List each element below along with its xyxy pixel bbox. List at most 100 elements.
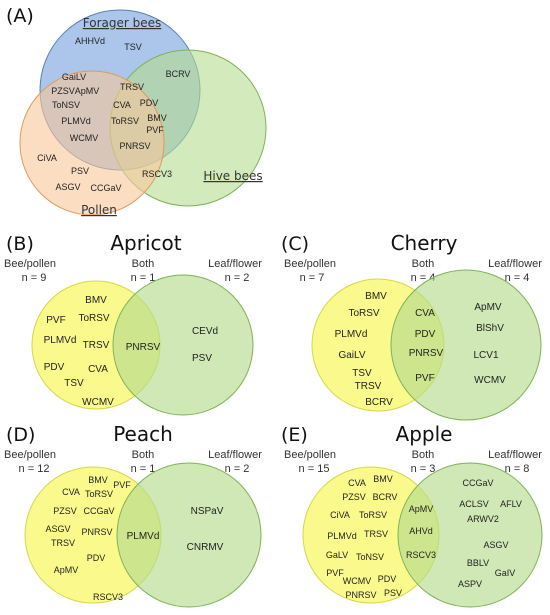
virus-label: ToNSV bbox=[52, 100, 80, 110]
virus-label: GaiLV bbox=[338, 350, 365, 361]
panel-a-letter: (A) bbox=[6, 5, 34, 27]
virus-label: PLMVd bbox=[61, 116, 91, 126]
virus-label: LCV1 bbox=[473, 350, 498, 361]
panel-d-count-left: n = 12 bbox=[19, 463, 50, 475]
panel-c-title: Cherry bbox=[391, 231, 458, 255]
panel-e-right-header: Leaf/flower bbox=[488, 449, 542, 461]
virus-label: TRSV bbox=[51, 538, 75, 548]
panel-b: (B) Apricot Bee/pollen Both Leaf/flower … bbox=[4, 231, 262, 416]
virus-label: PNRSV bbox=[409, 348, 444, 359]
panel-e-title: Apple bbox=[396, 422, 453, 446]
panel-c-letter: (C) bbox=[281, 233, 309, 255]
virus-label: BlShV bbox=[476, 323, 504, 334]
virus-label: ASGV bbox=[55, 182, 80, 192]
virus-label: ApMV bbox=[54, 565, 79, 575]
virus-label: TRSV bbox=[355, 381, 382, 392]
virus-label: CCGaV bbox=[462, 478, 493, 488]
panel-b-count-both: n = 1 bbox=[131, 272, 156, 284]
virus-label: PLMVd bbox=[127, 531, 160, 542]
panel-b-middle-header: Both bbox=[132, 258, 155, 270]
virus-label: CVA bbox=[113, 100, 131, 110]
virus-label: BMV bbox=[365, 291, 387, 302]
virus-label: RSCV3 bbox=[93, 592, 123, 602]
panel-c: (C) Cherry Bee/pollen Both Leaf/flower n… bbox=[281, 231, 542, 421]
panel-d-title: Peach bbox=[113, 422, 173, 446]
virus-label: NSPaV bbox=[191, 506, 224, 517]
virus-label: PNRSV bbox=[126, 342, 161, 353]
panel-e: (E) Apple Bee/pollen Both Leaf/flower n … bbox=[281, 422, 543, 608]
virus-label: CCGaV bbox=[90, 183, 121, 193]
virus-label: PDV bbox=[378, 574, 397, 584]
panel-e-count-right: n = 8 bbox=[505, 463, 530, 475]
panel-d-letter: (D) bbox=[6, 424, 35, 446]
virus-label: BCRV bbox=[365, 397, 393, 408]
virus-label: AFLV bbox=[500, 499, 522, 509]
virus-label: PZSV bbox=[51, 86, 75, 96]
virus-label: ToRSV bbox=[78, 313, 109, 324]
panel-b-right-header: Leaf/flower bbox=[208, 258, 262, 270]
panel-b-letter: (B) bbox=[6, 233, 34, 255]
virus-label: PSV bbox=[192, 353, 212, 364]
virus-label: RSCV3 bbox=[406, 550, 436, 560]
panel-e-letter: (E) bbox=[281, 424, 308, 446]
virus-label: TRSV bbox=[364, 529, 388, 539]
virus-label: ASGV bbox=[483, 540, 508, 550]
virus-label: ApMV bbox=[474, 302, 502, 313]
panel-d-left-header: Bee/pollen bbox=[4, 449, 56, 461]
leaf-flower-circle bbox=[397, 462, 543, 608]
virus-label: CiVA bbox=[330, 510, 350, 520]
virus-label: WCMV bbox=[343, 576, 372, 586]
virus-label: PLMVd bbox=[327, 531, 357, 541]
panel-d-count-both: n = 1 bbox=[131, 463, 156, 475]
panel-c-count-left: n = 7 bbox=[300, 272, 325, 284]
virus-label: BCRV bbox=[166, 69, 191, 79]
virus-label: BCRV bbox=[373, 492, 398, 502]
virus-label: PVF bbox=[46, 315, 65, 326]
virus-label: RSCV3 bbox=[142, 169, 172, 179]
virus-label: CVA bbox=[88, 364, 108, 375]
virus-label: ApMV bbox=[409, 504, 434, 514]
virus-label: PNRSV bbox=[81, 527, 112, 537]
panel-d-count-right: n = 2 bbox=[225, 463, 250, 475]
virus-label: CiVA bbox=[37, 153, 57, 163]
virus-label: PNRSV bbox=[119, 141, 150, 151]
virus-label: ARWV2 bbox=[467, 514, 499, 524]
hive-bees-label: Hive bees bbox=[203, 169, 262, 183]
virus-label: TRSV bbox=[83, 340, 110, 351]
virus-label: TSV bbox=[64, 378, 84, 389]
virus-label: AHVd bbox=[409, 526, 433, 536]
panel-e-count-both: n = 3 bbox=[411, 463, 436, 475]
virus-label: TSV bbox=[124, 42, 142, 52]
virus-label: CVA bbox=[415, 308, 435, 319]
virus-label: PLMVd bbox=[44, 335, 77, 346]
virus-label: ToNSV bbox=[356, 552, 384, 562]
pollen-circle bbox=[19, 70, 165, 216]
virus-label: PLMVd bbox=[335, 329, 368, 340]
panel-c-middle-header: Both bbox=[412, 258, 435, 270]
virus-label: PVF bbox=[326, 568, 344, 578]
panel-b-title: Apricot bbox=[110, 231, 181, 255]
virus-label: PDV bbox=[415, 329, 436, 340]
virus-label: PSV bbox=[71, 166, 89, 176]
virus-label: PSV bbox=[384, 588, 402, 598]
panel-d-middle-header: Both bbox=[132, 449, 155, 461]
leaf-flower-circle bbox=[390, 269, 542, 421]
panel-e-middle-header: Both bbox=[412, 449, 435, 461]
virus-label: ASPV bbox=[458, 579, 482, 589]
virus-label: TRSV bbox=[120, 82, 144, 92]
virus-label: CEVd bbox=[192, 326, 218, 337]
panel-b-count-left: n = 9 bbox=[22, 272, 47, 284]
panel-e-left-header: Bee/pollen bbox=[284, 449, 336, 461]
virus-label: CVA bbox=[348, 478, 366, 488]
panel-c-left-header: Bee/pollen bbox=[284, 258, 336, 270]
virus-label: BMV bbox=[373, 474, 393, 484]
pollen-label: Pollen bbox=[81, 203, 117, 217]
panel-d-right-header: Leaf/flower bbox=[208, 449, 262, 461]
leaf-flower-circle bbox=[116, 462, 262, 608]
panel-c-right-header: Leaf/flower bbox=[488, 258, 542, 270]
panel-b-left-header: Bee/pollen bbox=[4, 258, 56, 270]
forager-bees-label: Forager bees bbox=[83, 16, 162, 30]
virus-label: PDV bbox=[44, 362, 65, 373]
virus-label: PVF bbox=[146, 125, 164, 135]
virus-label: ToRSV bbox=[111, 116, 139, 126]
